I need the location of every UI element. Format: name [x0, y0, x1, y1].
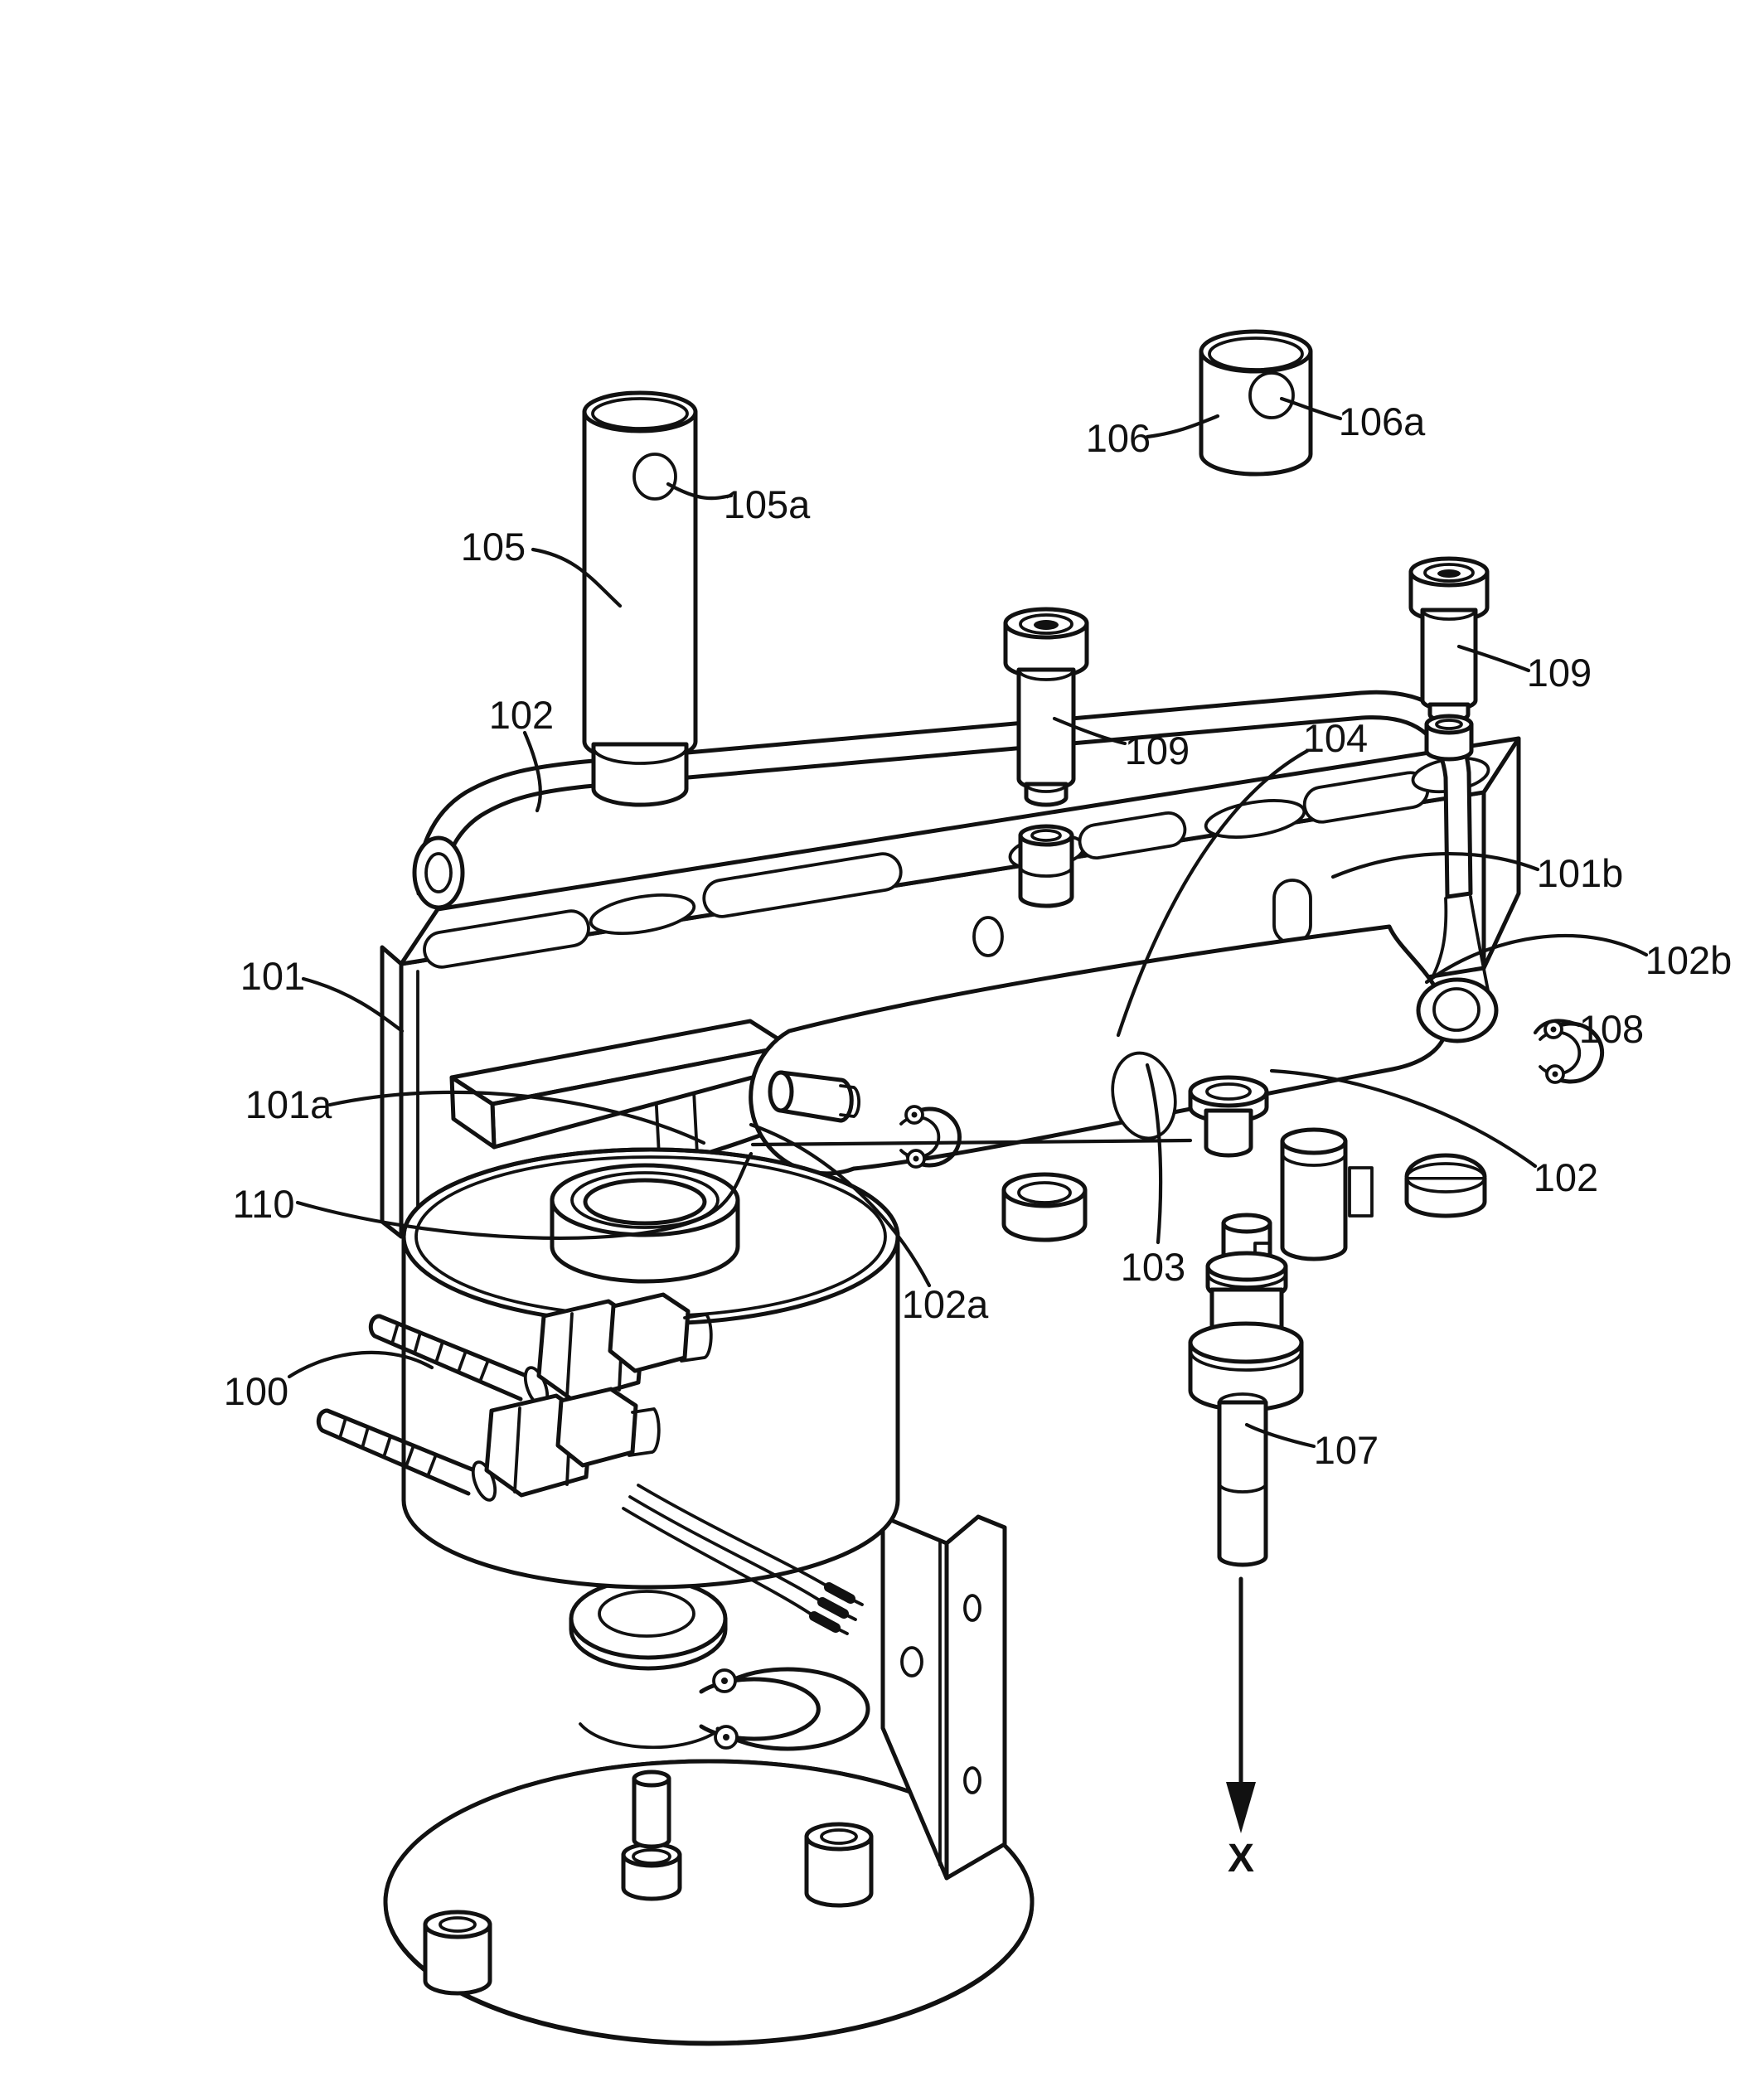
flat-washer — [569, 1577, 728, 1671]
retaining-ring-large — [579, 1667, 870, 1751]
spacer-sleeve-103 — [1280, 1127, 1348, 1261]
ref-label-102b: 102b — [1645, 938, 1732, 982]
shoulder-bolt-109-right — [1408, 556, 1490, 762]
ref-label-105a: 105a — [724, 482, 811, 526]
axis-label-x: X — [1228, 1837, 1254, 1881]
base-standoffs — [423, 1822, 874, 1996]
hose-fitting-upper — [368, 1292, 713, 1407]
ref-label-109-right: 109 — [1527, 651, 1592, 695]
ref-label-102a: 102a — [902, 1282, 989, 1326]
leader-lines — [287, 396, 1649, 1449]
flanged-bushing — [1188, 1075, 1269, 1158]
plug-cap — [1404, 1153, 1487, 1218]
clamp-arm-plate-104 — [749, 924, 1499, 1176]
retaining-ring-small-left — [899, 1105, 962, 1169]
ref-label-109-left: 109 — [1125, 729, 1190, 772]
ref-label-100: 100 — [224, 1369, 288, 1413]
ref-label-101: 101 — [240, 954, 305, 998]
bolt-bushing-left — [1018, 824, 1074, 908]
clamp-arm-band-102 — [412, 690, 1490, 996]
axis-arrow — [1226, 1576, 1256, 1833]
ref-label-110: 110 — [233, 1182, 295, 1226]
sensor-wires — [622, 1484, 864, 1635]
hose-fitting-lower — [316, 1387, 661, 1502]
valve-stem-107 — [1188, 1213, 1304, 1567]
ref-label-101a: 101a — [245, 1082, 332, 1126]
base-bracket-wall — [880, 1514, 1007, 1881]
ref-label-104: 104 — [1303, 716, 1368, 760]
ref-label-106a: 106a — [1339, 399, 1426, 443]
ref-label-103: 103 — [1121, 1245, 1185, 1289]
guide-pin — [632, 1770, 671, 1849]
ref-label-102-top: 102 — [489, 693, 554, 737]
ref-label-105: 105 — [461, 525, 526, 569]
bushing-106 — [1199, 329, 1313, 477]
shoulder-bolt-109-left — [1003, 607, 1089, 807]
cap-washer — [1001, 1172, 1088, 1242]
reference-labels: 105 105a 106 106a 102 109 104 109 101 10… — [224, 399, 1732, 1881]
ref-label-101b: 101b — [1537, 851, 1624, 895]
ref-label-102-right: 102 — [1534, 1155, 1598, 1199]
key-block — [1348, 1166, 1374, 1218]
ref-label-108: 108 — [1579, 1007, 1644, 1051]
damper-pin-105 — [582, 390, 698, 807]
arm-pivot-pin-110 — [768, 1070, 861, 1123]
ref-label-107: 107 — [1314, 1428, 1379, 1472]
ref-label-106: 106 — [1086, 416, 1151, 460]
